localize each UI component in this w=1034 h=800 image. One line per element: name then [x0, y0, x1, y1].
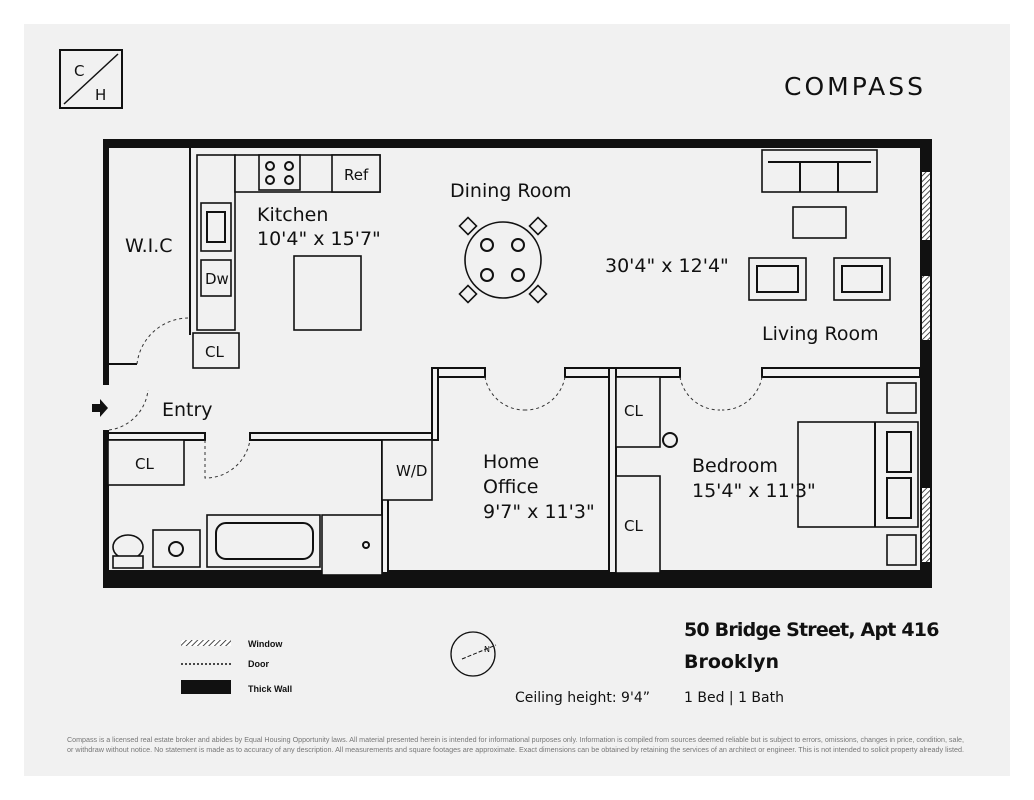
legend: Window Door Thick Wall — [181, 639, 292, 694]
svg-text:Dw: Dw — [205, 270, 229, 288]
compass-rose-icon: N — [450, 631, 497, 677]
compass-logo: COMPASS — [784, 72, 926, 101]
svg-text:Home: Home — [483, 451, 539, 473]
svg-text:CL: CL — [135, 455, 154, 473]
svg-text:H: H — [95, 86, 106, 104]
svg-text:CL: CL — [624, 517, 643, 535]
address: 50 Bridge Street, Apt 416 — [684, 619, 939, 641]
bedroom-furniture: CL CL — [615, 376, 919, 574]
entry-arrow-icon — [92, 399, 108, 417]
svg-text:Kitchen: Kitchen — [257, 204, 328, 226]
ceiling-height: Ceiling height: 9'4” — [515, 690, 650, 706]
svg-text:Ref: Ref — [344, 166, 369, 184]
interior-doors — [204, 376, 763, 479]
kitchen-fixtures: Ref Dw CL — [108, 148, 381, 369]
svg-text:N: N — [484, 645, 490, 654]
disclaimer-line-2: or withdraw without notice. No statement… — [67, 747, 964, 754]
dining-table — [458, 216, 548, 304]
sink-icon — [200, 202, 232, 252]
interior-walls — [107, 367, 921, 574]
svg-text:CL: CL — [205, 343, 224, 361]
svg-text:Entry: Entry — [162, 399, 213, 421]
window-legend-icon — [181, 640, 231, 646]
dishwasher — [200, 259, 232, 297]
svg-text:Bedroom: Bedroom — [692, 455, 778, 477]
beds-baths: 1 Bed | 1 Bath — [684, 690, 784, 706]
windows — [922, 172, 930, 562]
bath-sink — [152, 529, 201, 568]
svg-text:15'4" x 11'3": 15'4" x 11'3" — [692, 480, 816, 502]
svg-text:Living Room: Living Room — [762, 323, 879, 345]
disclaimer-line-1: Compass is a licensed real estate broker… — [67, 737, 964, 744]
svg-text:9'7" x 11'3": 9'7" x 11'3" — [483, 501, 595, 523]
svg-text:C: C — [74, 62, 84, 80]
thick-wall-legend-icon — [181, 680, 231, 694]
svg-text:Door: Door — [248, 659, 269, 669]
svg-text:CL: CL — [624, 402, 643, 420]
svg-text:W.I.C: W.I.C — [125, 235, 173, 257]
svg-text:30'4" x 12'4": 30'4" x 12'4" — [605, 255, 729, 277]
svg-text:10'4" x 15'7": 10'4" x 15'7" — [257, 228, 381, 250]
kitchen-island — [293, 255, 362, 331]
stove-icon — [258, 154, 301, 191]
svg-text:Thick Wall: Thick Wall — [248, 684, 292, 694]
bath-fixtures: CL W/D — [107, 439, 433, 576]
bed — [797, 421, 919, 528]
svg-text:Window: Window — [248, 639, 283, 649]
thick-walls — [103, 139, 932, 588]
vanity — [321, 514, 383, 576]
entry-door — [92, 389, 149, 431]
svg-text:Office: Office — [483, 476, 538, 498]
svg-text:Dining Room: Dining Room — [450, 180, 571, 202]
living-furniture — [748, 149, 891, 301]
city: Brooklyn — [684, 651, 779, 673]
ch-logo: C H — [59, 49, 123, 109]
refrigerator — [331, 154, 381, 193]
svg-text:W/D: W/D — [396, 462, 427, 480]
